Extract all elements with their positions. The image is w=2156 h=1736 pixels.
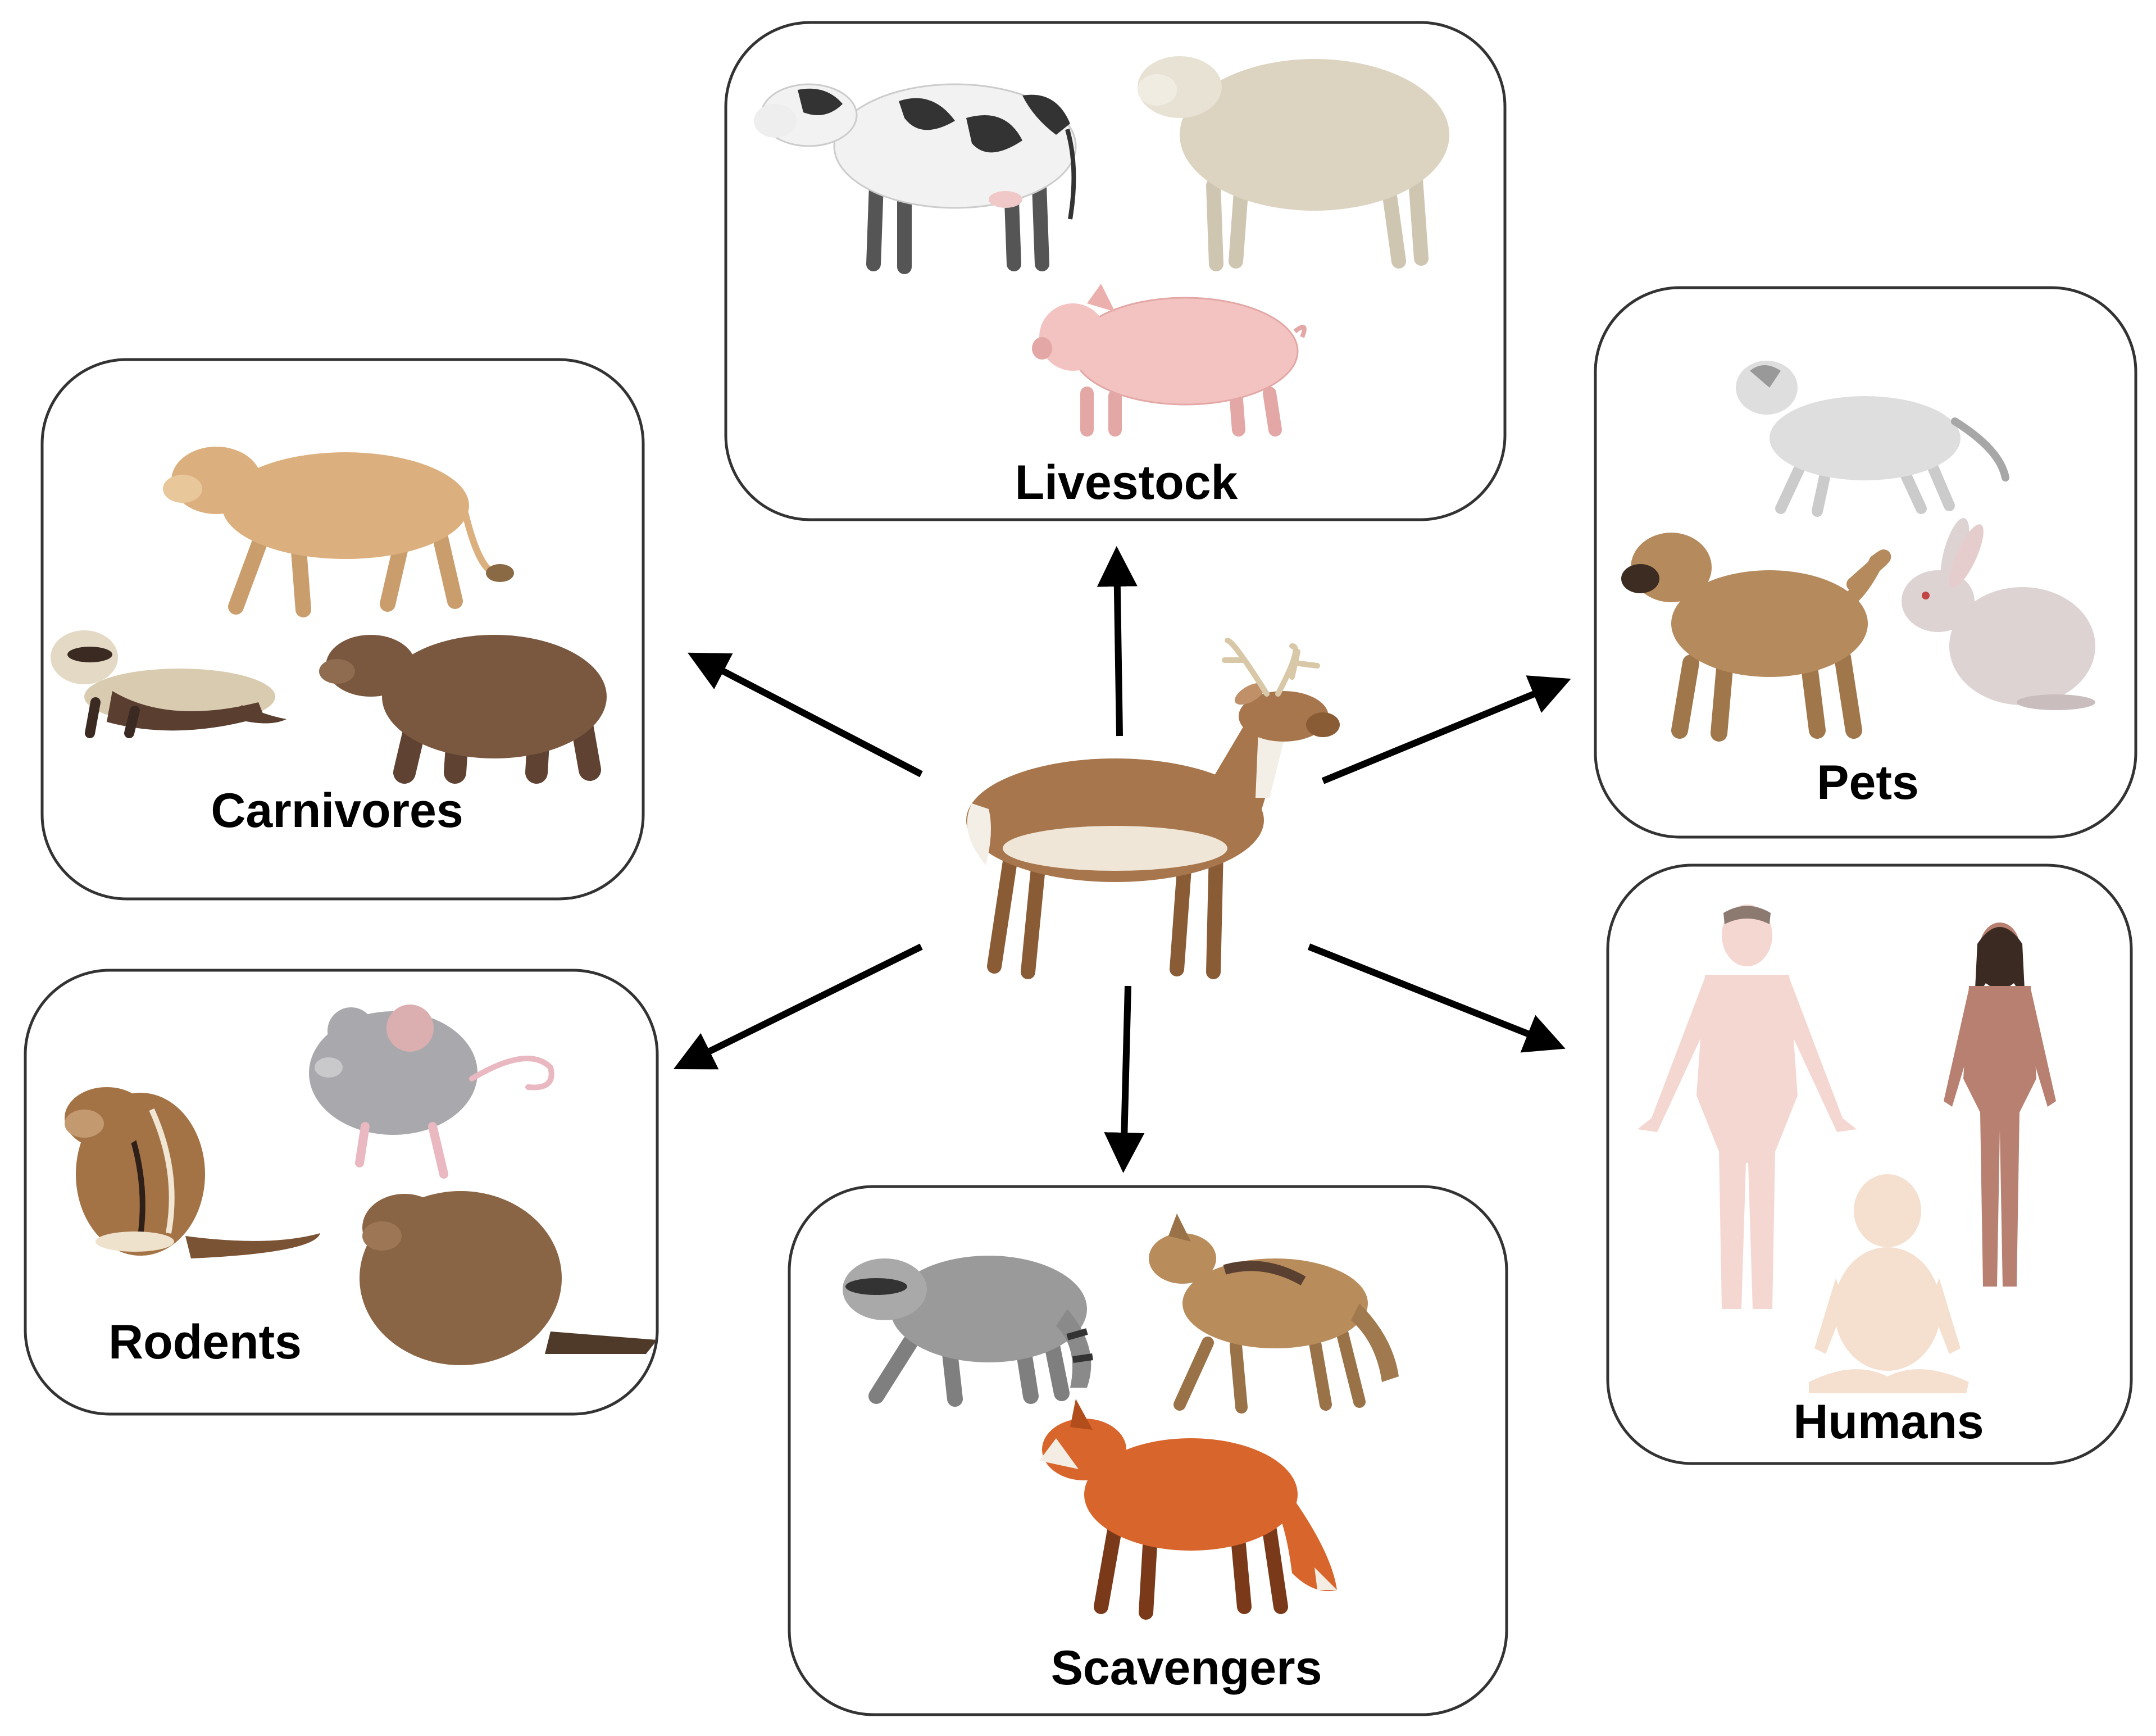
scavengers-label: Scavengers <box>1051 1641 1322 1695</box>
lion-icon <box>163 447 514 617</box>
fox-icon <box>1039 1399 1337 1620</box>
beaver-icon <box>360 1191 657 1365</box>
arrow-to-carnivores <box>688 652 923 778</box>
rabbit-icon <box>1902 518 2095 710</box>
arrow-to-scavengers <box>1104 985 1145 1173</box>
man-icon <box>1638 905 1857 1309</box>
chipmunk-icon <box>65 1087 320 1258</box>
raccoon-icon <box>843 1256 1093 1407</box>
bear-icon <box>319 635 607 784</box>
livestock-label: Livestock <box>1015 456 1238 510</box>
baby-icon <box>1809 1174 1969 1393</box>
arrow-to-rodents <box>673 943 923 1070</box>
rodents-label: Rodents <box>108 1315 302 1369</box>
pets-label: Pets <box>1817 756 1919 810</box>
arrows <box>673 546 1571 1173</box>
cat-icon <box>1736 361 2009 517</box>
cow-icon <box>754 83 1077 274</box>
humans-label: Humans <box>1793 1395 1984 1449</box>
dog-icon <box>1621 533 1891 742</box>
arrow-to-humans <box>1307 943 1566 1053</box>
woman-icon <box>1944 922 2056 1287</box>
mouse-icon <box>309 1005 554 1179</box>
coyote-icon <box>1149 1214 1399 1414</box>
arrow-to-livestock <box>1097 546 1138 737</box>
carnivores-label: Carnivores <box>211 784 463 838</box>
arrow-to-pets <box>1321 675 1571 784</box>
sheep-icon <box>1138 56 1449 271</box>
ferret-icon <box>51 630 286 738</box>
pig-icon <box>1032 284 1307 437</box>
deer-icon <box>966 638 1340 979</box>
